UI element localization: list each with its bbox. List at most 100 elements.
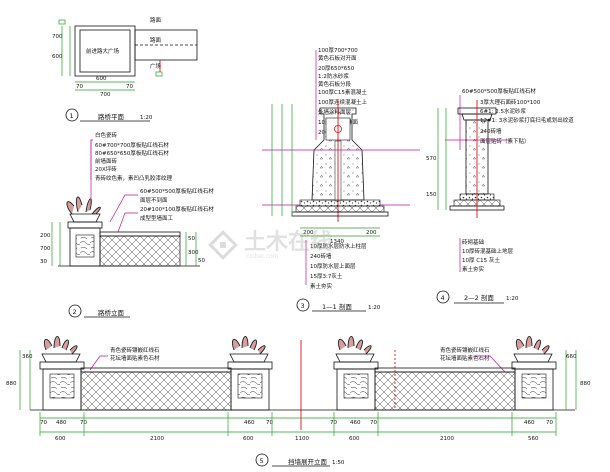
full-ds-2: 880 xyxy=(580,381,591,387)
s11-note-5: 100厚C15素混凝土 xyxy=(318,88,367,96)
s11-bnote-4: 素土夯实 xyxy=(310,282,333,290)
full-wall-1 xyxy=(80,371,232,411)
elev-cap xyxy=(67,221,103,229)
elev-note-2: 80#650*650厚板贴红线石材 xyxy=(95,149,169,157)
s22-num: 4 xyxy=(441,294,445,302)
full-db-1: 2100 xyxy=(150,436,164,442)
full-scale: 1:50 xyxy=(332,460,345,466)
full-title-circle xyxy=(255,453,269,467)
elev-note-9: 成型型墙面工 xyxy=(140,214,174,222)
elev-wall-panel xyxy=(99,235,181,267)
s11-title-circle xyxy=(296,298,310,312)
full-db-0: 600 xyxy=(55,436,66,442)
plan-num: 1 xyxy=(70,112,74,120)
elev-note-8: 20#100*100厚板贴红线石材 xyxy=(140,205,214,213)
s11-dim-1: 200 xyxy=(303,230,314,236)
s11-dim-2: 200 xyxy=(366,230,377,236)
plan-label-2: 路面 xyxy=(150,36,162,44)
s11-note-6: 100厚连续混凝土上 xyxy=(318,98,367,106)
s11-bnote-0: 10厚防水层防水上柱层 xyxy=(310,242,367,250)
s11-num: 3 xyxy=(301,302,305,310)
full-ds-1: 360 xyxy=(22,354,33,360)
full-note-l1: 花坛墙面贴素色石材 xyxy=(110,354,160,362)
elev-note-4: 20X坪砖 xyxy=(95,165,117,173)
elev-dim-l1: 700 xyxy=(40,246,51,252)
elev-pillar-panel xyxy=(75,234,95,258)
full-dt-4: 70 xyxy=(266,420,273,426)
elev-dim-l0: 200 xyxy=(40,233,51,239)
plan-title-circle xyxy=(65,108,79,122)
elev-dim-r2: 50 xyxy=(198,258,205,264)
full-dt-3: 460 xyxy=(244,420,255,426)
elev-plant xyxy=(66,196,101,223)
elev-dim-r0: 50 xyxy=(188,236,195,242)
full-dt-9: 70 xyxy=(546,420,553,426)
s11-note-0: 100厚700*700 xyxy=(318,47,358,54)
full-plant-3 xyxy=(335,336,375,363)
s22-note-2: 6#1: 2.5水泥砂浆 xyxy=(480,107,526,115)
full-db-2: 600 xyxy=(243,436,254,442)
plan-scale: 1:20 xyxy=(140,115,153,121)
s11-scale: 1:20 xyxy=(368,305,381,311)
plan-dim-700b: 700 xyxy=(100,92,111,98)
plan-pillar-inner xyxy=(79,29,131,73)
section-1-1: 100厚700*700 黄色石板对开面 20厚650*650 1:2防水砂浆 黄… xyxy=(262,47,420,312)
full-db-4: 600 xyxy=(349,436,360,442)
full-dt-8: 460 xyxy=(524,420,535,426)
s11-note-2: 20厚650*650 xyxy=(318,65,355,72)
full-title: 挡墙展开立面 xyxy=(288,457,328,466)
s22-dim-1: 150 xyxy=(426,192,437,198)
elev-dim-r1: 300 xyxy=(188,250,199,256)
full-dt-7: 70 xyxy=(370,420,377,426)
s22-bnote-2: 10厚 C15 灰土 xyxy=(462,256,500,264)
s11-note-3: 1:2防水砂浆 xyxy=(318,72,349,80)
s11-note-1: 黄色石板对开面 xyxy=(318,54,357,62)
section-2-2: 60#500*500厚板贴红线石材 3厚大理石面砖100*100 6#1: 2.… xyxy=(426,87,574,304)
s22-scale: 1:20 xyxy=(506,296,519,302)
s11-bnote-3: 15厚3:7灰土 xyxy=(310,272,343,280)
full-ds-0: 880 xyxy=(6,381,17,387)
full-ds-3: 660 xyxy=(566,354,577,360)
elev-note-6: 60#500*500厚板贴红线石材 xyxy=(140,187,214,195)
full-db-3: 1100 xyxy=(295,436,309,442)
plan-dim-600: 600 xyxy=(52,54,63,60)
full-dt-1: 480 xyxy=(56,420,67,426)
wall-elevation: 白色瓷砖 60#700*700厚板贴红线石材 80#650*650厚板贴红线石材… xyxy=(40,131,214,318)
s11-dim-0: 1340 xyxy=(330,239,344,245)
plan-dim-700: 700 xyxy=(52,34,63,40)
full-note-l0: 青色瓷砖镶嵌红线石 xyxy=(110,346,160,354)
watermark: 土木在线 coibei.com xyxy=(208,229,332,260)
plan-dim-70b: 70 xyxy=(126,84,133,90)
full-plant-2 xyxy=(229,336,269,363)
s22-note-5: 面层贴砖（素下贴） xyxy=(480,137,530,145)
plan-dim-70a: 70 xyxy=(76,84,83,90)
full-db-5: 2100 xyxy=(440,436,454,442)
s22-note-3: 12#1: 3水泥砂浆打底扫毛或划出纹道 xyxy=(480,116,574,124)
elev-num: 2 xyxy=(73,308,77,316)
watermark-text: 土木在线 xyxy=(244,229,332,255)
s11-bnote-1: 240砖墙 xyxy=(310,252,332,260)
plan-label-1: 路面 xyxy=(150,16,162,24)
full-num: 5 xyxy=(260,457,264,465)
full-db-6: 560 xyxy=(528,436,539,442)
plan-title: 路桥平面 xyxy=(98,112,125,121)
s22-bnote-0: 砖砌基础 xyxy=(462,238,485,246)
full-wall-2 xyxy=(374,371,516,411)
elev-dim-l2: 30 xyxy=(40,259,47,265)
full-plant-4 xyxy=(513,336,553,363)
plan-dim-600b: 600 xyxy=(96,76,107,82)
full-note-r1: 花坛墙面贴素色石材 xyxy=(440,354,490,362)
s22-bnote-3: 素土夯实 xyxy=(462,265,485,273)
s11-bnote-2: 10厚防水层上面层 xyxy=(310,262,356,270)
watermark-sub: coibei.com xyxy=(246,253,279,260)
elev-note-7: 面层不到面 xyxy=(140,197,168,204)
plan-view: 前进路大广场 路面 路面 广场 700 600 600 70 70 700 1 … xyxy=(52,16,198,122)
plan-label-3: 广场 xyxy=(150,62,162,70)
elev-note-5: 青砖纹色素，素凹凸乳胶漆纹理 xyxy=(95,174,173,182)
plan-center-text: 前进路大广场 xyxy=(86,47,120,55)
s22-title: 2—2 剖面 xyxy=(464,293,494,302)
s22-title-circle xyxy=(436,290,450,304)
s22-note-4: 240砖墙 xyxy=(480,127,502,135)
full-dt-6: 460 xyxy=(350,420,361,426)
